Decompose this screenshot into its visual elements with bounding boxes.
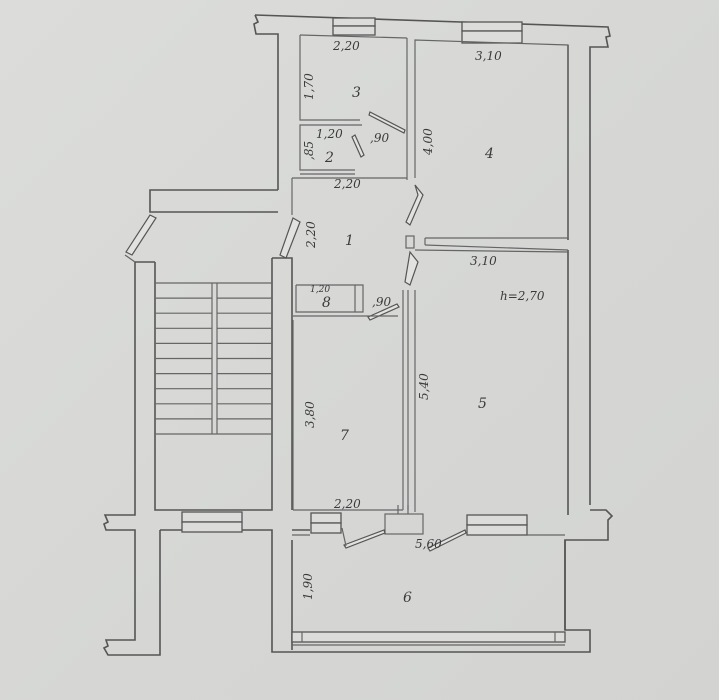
room-1-number: 1 (345, 233, 354, 249)
window-room-5 (466, 514, 528, 536)
entry-door (125, 214, 157, 256)
wall-pillar (384, 513, 424, 535)
room-3-width: 2,20 (332, 39, 360, 53)
room-5-width: 3,10 (470, 254, 497, 268)
door-room-3 (368, 111, 406, 134)
room-6-number: 6 (403, 590, 412, 606)
room-8-number: 8 (322, 295, 331, 311)
window-stair (181, 511, 243, 533)
door-room-4 (405, 184, 424, 226)
room-6-length: 1,90 (301, 573, 315, 600)
window-room-3 (332, 17, 376, 36)
room-4 (414, 39, 569, 251)
room-1 (279, 177, 407, 259)
window-room-7 (310, 512, 342, 534)
room-5 (414, 249, 569, 512)
room-5-length: 5,40 (417, 373, 431, 400)
dimension-labels: 2,20 1,70 3 1,20 ,85 2 ,90 3,10 4,00 4 2… (301, 39, 545, 606)
balcony-door-right (427, 529, 467, 552)
room-7-length: 3,80 (303, 401, 317, 428)
room-2-width: 1,20 (316, 127, 343, 141)
room-8 (295, 284, 364, 313)
room-2-length: ,85 (302, 141, 316, 160)
room-6-width: 5,60 (415, 537, 442, 551)
room-7-width: 2,20 (333, 497, 361, 511)
room-5-number: 5 (478, 396, 487, 412)
ceiling-height: h=2,70 (500, 289, 545, 303)
room-3 (299, 34, 408, 180)
room-3-number: 3 (352, 85, 361, 101)
staircase (155, 282, 272, 435)
outer-walls (102, 14, 614, 656)
balcony-door-left (343, 529, 386, 549)
room-7 (292, 290, 409, 511)
room-3-length: 1,70 (302, 73, 316, 100)
room-1-length: 2,20 (304, 221, 318, 249)
room-4-length: 4,00 (421, 128, 435, 156)
room-2-number: 2 (324, 150, 334, 166)
door-room-5 (404, 250, 419, 286)
room-1-width: 2,20 (333, 177, 361, 191)
door-room-3-width: ,90 (370, 131, 389, 145)
room-6-balcony (291, 534, 566, 646)
room-2 (299, 124, 365, 171)
room-7-number: 7 (340, 428, 349, 444)
room-4-width: 3,10 (475, 49, 502, 63)
window-room-4 (461, 21, 523, 44)
door-room-7-width: ,90 (372, 295, 391, 309)
room-8-width: 1,20 (310, 285, 330, 295)
room-4-number: 4 (484, 146, 494, 162)
